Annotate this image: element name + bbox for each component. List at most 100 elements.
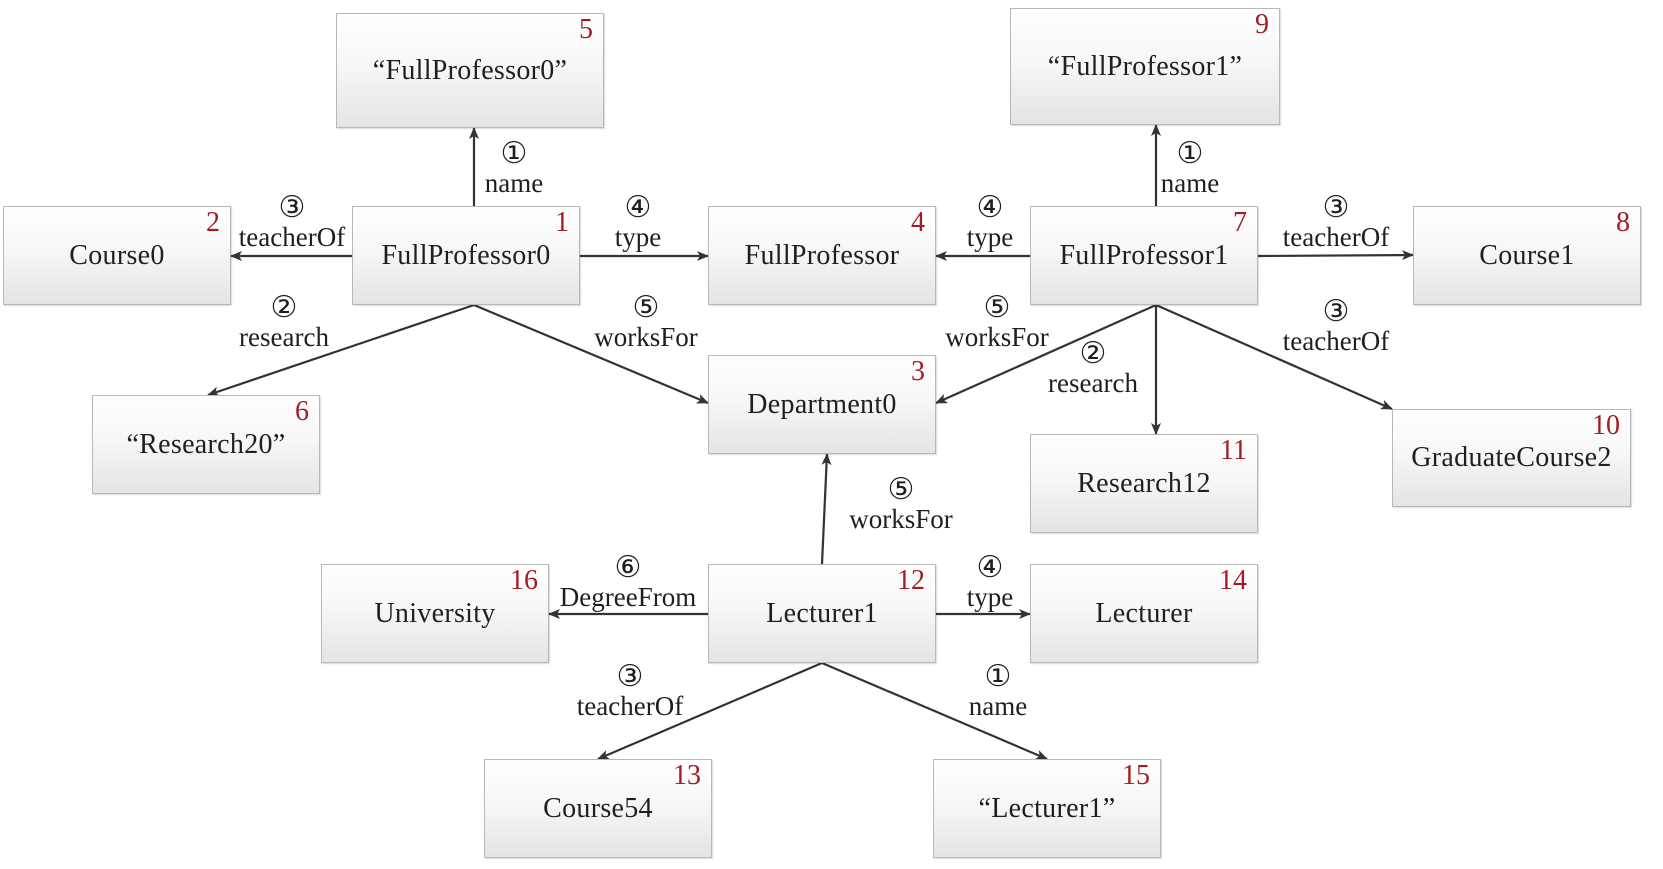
edge-label-worksfor: ⑤ worksFor	[849, 475, 953, 534]
edge-predicate: name	[484, 168, 544, 198]
edge-label-worksfor: ⑤ worksFor	[594, 293, 698, 352]
node-number: 5	[579, 14, 593, 45]
edge-order: ②	[1079, 337, 1107, 370]
node-fullprofessor-class: FullProfessor 4	[708, 206, 936, 305]
edge-order: ④	[976, 551, 1004, 584]
node-number: 2	[206, 207, 220, 238]
node-number: 10	[1592, 410, 1620, 441]
edge-label-degreefrom: ⑥ DegreeFrom	[560, 553, 696, 612]
edge-predicate: worksFor	[849, 504, 953, 534]
node-label: Course1	[1479, 239, 1575, 271]
edge-predicate: worksFor	[945, 322, 1049, 352]
edge-predicate: type	[966, 222, 1014, 252]
edge-order: ③	[616, 660, 644, 693]
node-label: FullProfessor1	[1059, 239, 1229, 271]
edge-order: ⑤	[983, 291, 1011, 324]
edge-predicate: teacherOf	[1282, 326, 1390, 356]
node-department0: Department0 3	[708, 355, 936, 454]
edge-order: ①	[984, 660, 1012, 693]
node-research12: Research12 11	[1030, 434, 1258, 533]
node-research20: “Research20” 6	[92, 395, 320, 494]
node-course1: Course1 8	[1413, 206, 1641, 305]
node-number: 8	[1616, 207, 1630, 238]
edge-predicate: type	[614, 222, 662, 252]
node-number: 11	[1220, 435, 1247, 466]
node-fullprofessor0-name: “FullProfessor0” 5	[336, 13, 604, 128]
edge-order: ③	[278, 191, 306, 224]
edge-predicate: research	[239, 322, 329, 352]
edge-label-research: ② research	[239, 293, 329, 352]
edge-predicate: teacherOf	[238, 222, 346, 252]
node-number: 3	[911, 356, 925, 387]
node-label: Course54	[543, 792, 653, 824]
edge-order: ③	[1322, 295, 1350, 328]
edge-label-teacherof: ③ teacherOf	[1283, 193, 1389, 252]
node-label: Course0	[69, 239, 165, 271]
edge-label-teacherof: ③ teacherOf	[1283, 297, 1389, 356]
node-graduatecourse2: GraduateCourse2 10	[1392, 409, 1631, 507]
edge-label-type: ④ type	[615, 193, 662, 252]
edge-predicate: research	[1048, 368, 1138, 398]
edge-order: ④	[624, 191, 652, 224]
node-fullprofessor0: FullProfessor0 1	[352, 206, 580, 305]
node-label: “Research20”	[126, 428, 286, 460]
edge-predicate: name	[968, 691, 1028, 721]
node-lecturer1-name: “Lecturer1” 15	[933, 759, 1161, 858]
node-label: “Lecturer1”	[978, 792, 1116, 824]
edge-teacherof-arrow	[1155, 303, 1393, 411]
edge-label-teacherof: ③ teacherOf	[239, 193, 345, 252]
node-label: FullProfessor0	[381, 239, 551, 271]
edge-order: ②	[270, 291, 298, 324]
node-label: “FullProfessor0”	[372, 54, 568, 86]
edge-teacherof-arrow	[1257, 250, 1414, 261]
node-number: 7	[1233, 207, 1247, 238]
edge-research-arrow	[207, 303, 475, 397]
node-number: 6	[295, 396, 309, 427]
edge-predicate: type	[966, 582, 1014, 612]
edge-predicate: DegreeFrom	[559, 582, 697, 612]
edge-teacherof-arrow	[597, 661, 823, 761]
edge-worksfor-arrow	[473, 303, 709, 405]
edge-label-name: ① name	[485, 139, 543, 198]
edge-worksfor-arrow	[935, 303, 1157, 405]
node-fullprofessor1-name: “FullProfessor1” 9	[1010, 8, 1280, 125]
edge-label-worksfor: ⑤ worksFor	[945, 293, 1049, 352]
node-label: University	[374, 597, 496, 629]
edge-order: ①	[1176, 137, 1204, 170]
edge-predicate: worksFor	[594, 322, 698, 352]
node-lecturer1: Lecturer1 12	[708, 564, 936, 663]
edge-order: ①	[500, 137, 528, 170]
node-label: Department0	[747, 388, 897, 420]
node-number: 16	[510, 565, 538, 596]
node-number: 1	[555, 207, 569, 238]
edge-order: ③	[1322, 191, 1350, 224]
node-number: 12	[897, 565, 925, 596]
edge-label-type: ④ type	[967, 553, 1014, 612]
node-label: Research12	[1077, 467, 1211, 499]
edge-order: ⑤	[887, 473, 915, 506]
node-number: 9	[1255, 9, 1269, 40]
node-course54: Course54 13	[484, 759, 712, 858]
node-label: GraduateCourse2	[1411, 442, 1612, 473]
edge-label-type: ④ type	[967, 193, 1014, 252]
node-number: 13	[673, 760, 701, 791]
edge-label-name: ① name	[1161, 139, 1219, 198]
edge-predicate: name	[1160, 168, 1220, 198]
node-fullprofessor1: FullProfessor1 7	[1030, 206, 1258, 305]
edge-label-teacherof: ③ teacherOf	[577, 662, 683, 721]
node-label: Lecturer	[1095, 597, 1193, 629]
edge-order: ④	[976, 191, 1004, 224]
node-label: Lecturer1	[766, 597, 878, 629]
node-course0: Course0 2	[3, 206, 231, 305]
node-number: 4	[911, 207, 925, 238]
edge-predicate: teacherOf	[576, 691, 684, 721]
edge-label-name: ① name	[969, 662, 1027, 721]
node-label: FullProfessor	[744, 239, 900, 271]
node-number: 15	[1122, 760, 1150, 791]
node-lecturer-class: Lecturer 14	[1030, 564, 1258, 663]
edge-order: ⑥	[614, 551, 642, 584]
node-university: University 16	[321, 564, 549, 663]
edge-worksfor-arrow	[820, 453, 832, 565]
edge-predicate: teacherOf	[1282, 222, 1390, 252]
